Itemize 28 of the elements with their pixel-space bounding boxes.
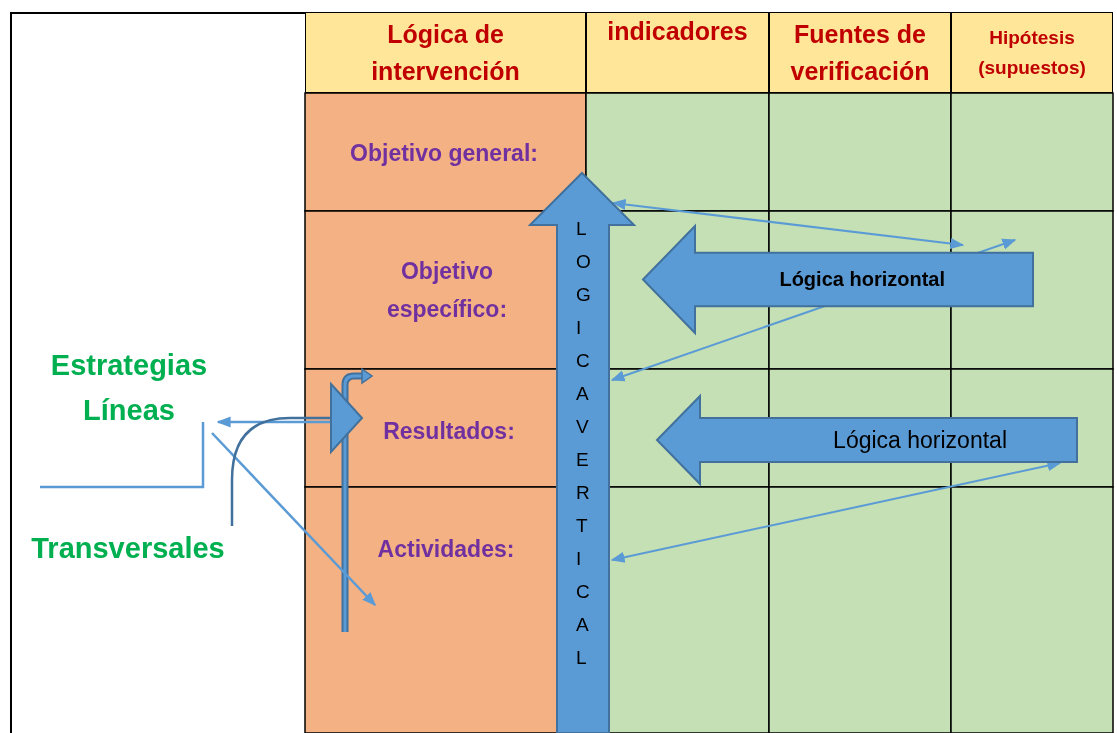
double-arrow (610, 460, 1062, 563)
arrow (216, 416, 330, 428)
side-label: Líneas (82, 393, 176, 428)
row-label: Resultados: (383, 417, 515, 446)
left-block-arrow (643, 226, 1033, 333)
column-header-cell (951, 12, 1113, 93)
double-arrow (610, 238, 1017, 382)
double-arrow (611, 198, 965, 250)
curved-line (230, 416, 330, 526)
column-header-cell (769, 12, 951, 93)
triangle-marker (330, 383, 363, 453)
side-label: Estrategias (49, 348, 209, 383)
row-label: Objetivo general: (350, 139, 538, 168)
header-text: indicadores (607, 16, 748, 47)
side-label: Transversales (30, 531, 226, 566)
arrow-label: Lógica horizontal (779, 268, 945, 291)
up-block-arrow (530, 173, 634, 733)
left-block-arrow (657, 396, 1077, 484)
column-header-cell (305, 12, 586, 93)
vertical-label: LOGICA VERTICAL (576, 217, 601, 670)
row-label: Objetivo específico: (385, 257, 509, 324)
header-text: Lógica de intervención (370, 19, 521, 87)
header-text: Fuentes de verificación (789, 19, 931, 87)
row-label: Actividades: (377, 535, 515, 564)
arrow-label: Lógica horizontal (833, 426, 1007, 454)
header-text: Hipótesis (supuestos) (977, 26, 1087, 80)
column-header-cell (586, 12, 769, 93)
arrow (211, 432, 376, 606)
